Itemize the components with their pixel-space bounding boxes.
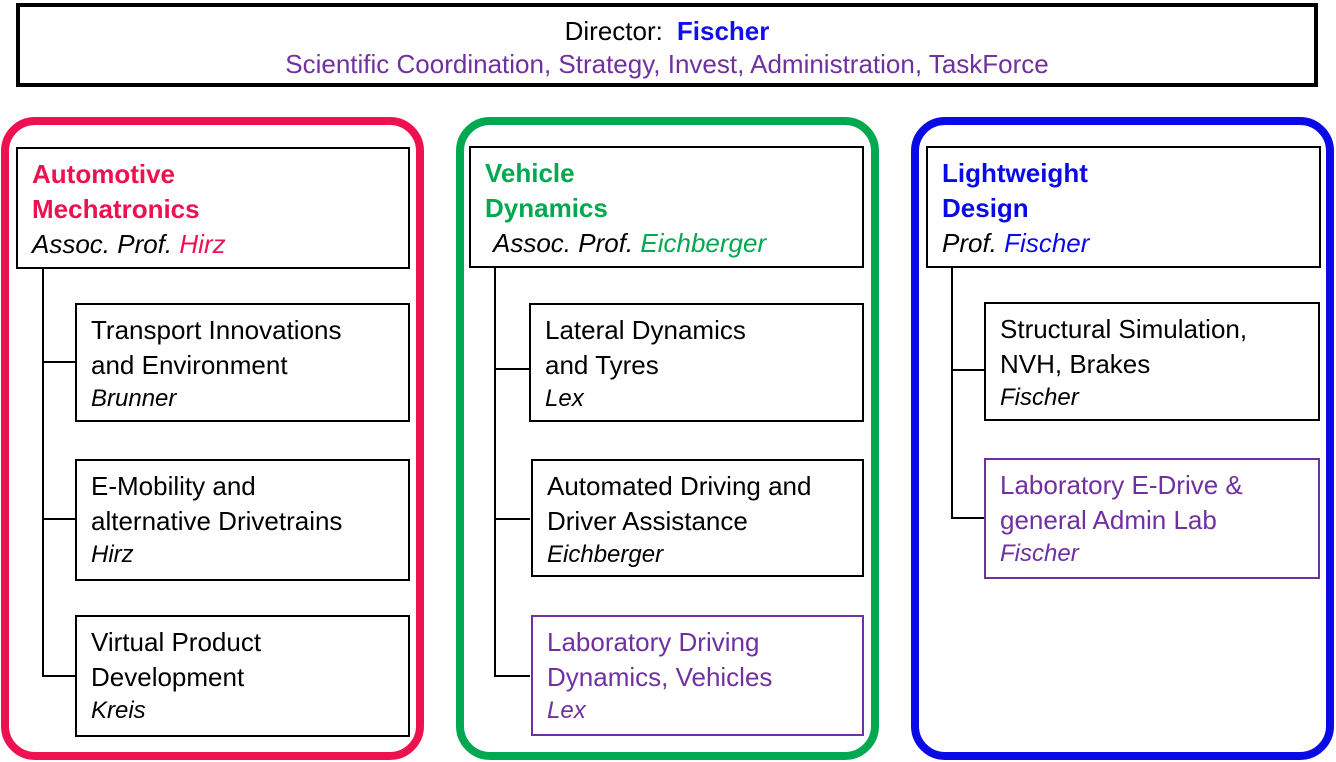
unit-title-line1: Structural Simulation, <box>1000 314 1248 344</box>
group-title-line2: Mechatronics <box>32 194 200 224</box>
group-vehicle-dynamics <box>456 117 879 760</box>
professor-prefix: Assoc. Prof. <box>493 228 634 258</box>
professor-prefix: Prof. <box>942 228 997 258</box>
unit-lead: Lex <box>545 385 584 412</box>
director-heading: Director: Fischer <box>20 15 1314 47</box>
professor-name: Eichberger <box>640 228 767 258</box>
lab-box: Laboratory Driving Dynamics, Vehicles Le… <box>531 615 864 736</box>
unit-title-line2: Dynamics, Vehicles <box>547 662 773 692</box>
unit-lead: Brunner <box>91 385 177 412</box>
head-box-lightweight-design: Lightweight Design Prof. Fischer <box>926 146 1321 268</box>
unit-title-line1: Automated Driving and <box>547 471 812 501</box>
unit-title-line2: general Admin Lab <box>1000 505 1217 535</box>
group-title-line1: Lightweight <box>942 158 1088 188</box>
unit-title-line2: Development <box>91 662 245 692</box>
connector-branch <box>494 368 530 370</box>
unit-box: Structural Simulation, NVH, Brakes Fisch… <box>984 302 1320 421</box>
director-tasks: Scientific Coordination, Strategy, Inves… <box>285 49 1049 79</box>
director-box: Director: Fischer Scientific Coordination… <box>16 3 1318 87</box>
unit-box: Virtual Product Development Kreis <box>75 615 410 737</box>
group-lightweight-design <box>911 117 1334 760</box>
group-professor: Prof. Fischer <box>942 226 1305 261</box>
group-title-line1: Automotive <box>32 159 175 189</box>
unit-box: Automated Driving and Driver Assistance … <box>531 459 864 577</box>
professor-name: Fischer <box>1004 228 1090 258</box>
professor-name: Hirz <box>179 229 226 259</box>
connector-branch <box>951 517 985 519</box>
director-name: Fischer <box>676 16 770 46</box>
group-title-line2: Design <box>942 193 1029 223</box>
unit-title-line1: Laboratory E-Drive & <box>1000 470 1243 500</box>
unit-title-line2: and Tyres <box>545 350 659 380</box>
connector-trunk <box>494 268 496 677</box>
connector-branch <box>494 675 530 677</box>
head-box-vehicle-dynamics: Vehicle Dynamics Assoc. Prof. Eichberger <box>469 146 864 268</box>
head-box-automotive-mechatronics: Automotive Mechatronics Assoc. Prof. Hir… <box>16 147 410 269</box>
connector-branch <box>42 518 76 520</box>
unit-title-line2: Driver Assistance <box>547 506 748 536</box>
unit-lead: Fischer <box>1000 540 1079 567</box>
unit-lead: Lex <box>547 697 586 724</box>
connector-trunk <box>951 268 953 519</box>
connector-branch <box>951 369 985 371</box>
connector-branch <box>42 361 76 363</box>
unit-lead: Eichberger <box>547 541 664 568</box>
unit-lead: Kreis <box>91 697 146 724</box>
director-label: Director: <box>564 16 663 46</box>
group-title-line1: Vehicle <box>485 158 575 188</box>
unit-box: Lateral Dynamics and Tyres Lex <box>529 303 864 422</box>
unit-title-line1: Transport Innovations <box>91 315 342 345</box>
group-automotive-mechatronics <box>1 117 424 760</box>
professor-prefix: Assoc. Prof. <box>32 229 173 259</box>
group-title-line2: Dynamics <box>485 193 608 223</box>
group-professor: Assoc. Prof. Hirz <box>32 227 394 262</box>
unit-title-line1: Laboratory Driving <box>547 627 760 657</box>
unit-lead: Hirz <box>91 541 134 568</box>
connector-branch <box>42 675 76 677</box>
unit-title-line1: E-Mobility and <box>91 471 256 501</box>
connector-branch <box>494 518 530 520</box>
unit-title-line2: and Environment <box>91 350 288 380</box>
unit-title-line2: NVH, Brakes <box>1000 349 1151 379</box>
unit-box: E-Mobility and alternative Drivetrains H… <box>75 459 410 581</box>
unit-title-line1: Lateral Dynamics <box>545 315 746 345</box>
unit-box: Transport Innovations and Environment Br… <box>75 303 410 422</box>
connector-trunk <box>42 269 44 677</box>
group-professor: Assoc. Prof. Eichberger <box>485 226 848 261</box>
unit-lead: Fischer <box>1000 384 1079 411</box>
unit-title-line1: Virtual Product <box>91 627 262 657</box>
unit-title-line2: alternative Drivetrains <box>91 506 343 536</box>
lab-box: Laboratory E-Drive & general Admin Lab F… <box>984 458 1320 579</box>
